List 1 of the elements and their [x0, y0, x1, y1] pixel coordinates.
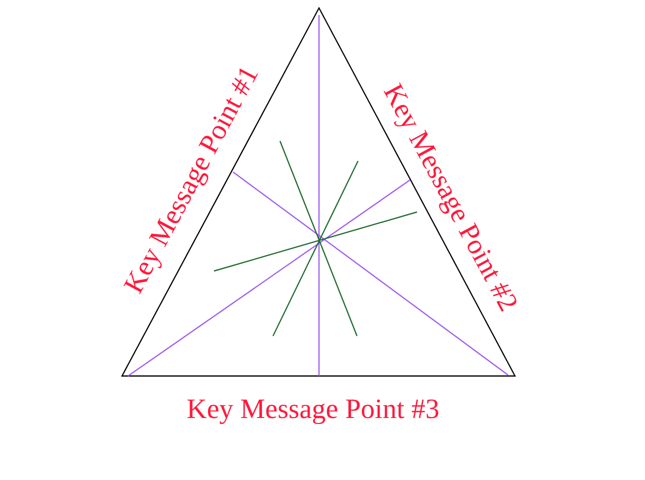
- side-label: Key Message Point #3: [186, 396, 440, 424]
